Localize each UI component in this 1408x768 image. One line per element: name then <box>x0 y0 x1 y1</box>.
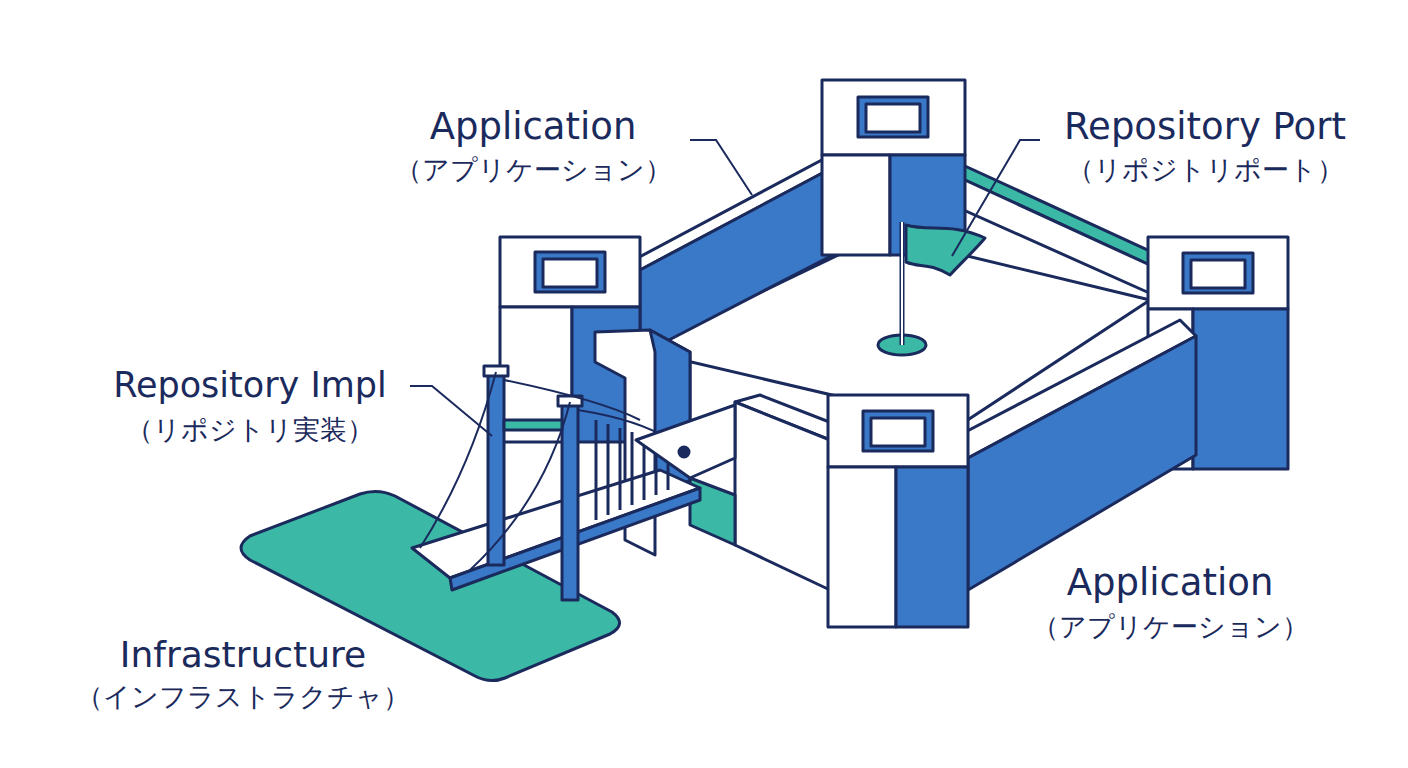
tower-top <box>822 80 965 155</box>
tower-front <box>500 307 572 442</box>
flag-pole-highlight <box>901 222 903 345</box>
callout-subtitle: （インフラストラクチャ） <box>76 682 410 712</box>
tower-hole-inner <box>871 418 925 446</box>
callout-subtitle: （アプリケーション） <box>395 155 672 185</box>
tower-side <box>896 467 968 627</box>
bridge-chain <box>420 372 496 548</box>
callout-subtitle: （リポジトリ実装） <box>126 415 374 445</box>
callout-label: Application <box>1067 563 1274 604</box>
callout-subtitle: （アプリケーション） <box>1032 612 1309 642</box>
bridge-post <box>562 400 578 600</box>
tower-hole <box>858 97 928 137</box>
tower-front <box>828 467 896 627</box>
tower-hole-inner <box>1191 260 1245 288</box>
tower-hole <box>535 252 605 292</box>
leader-line <box>410 386 492 436</box>
leader-line <box>690 140 752 195</box>
flag <box>906 225 985 275</box>
flag-pole <box>900 222 905 345</box>
grate-bar <box>631 432 634 505</box>
tower-hole-inner <box>866 104 920 132</box>
callout-label: Repository Port <box>1064 107 1346 148</box>
tower-hole <box>1183 253 1253 293</box>
tower-top <box>1148 237 1288 309</box>
bridge-chain <box>470 402 570 570</box>
leader-line <box>952 140 1040 256</box>
grate-bar <box>595 420 598 520</box>
callout-label: Infrastructure <box>120 635 366 675</box>
callout-label: Repository Impl <box>113 366 387 405</box>
tower-hole <box>863 411 933 451</box>
wall-face <box>735 402 830 590</box>
callout-subtitle: （リポジトリポート） <box>1067 155 1344 185</box>
tower-hole-inner <box>543 259 597 287</box>
tower-front <box>822 155 890 255</box>
bridge-chain <box>504 380 640 420</box>
gate-handle <box>679 447 689 457</box>
callout-label: Application <box>430 107 637 148</box>
grate-bar <box>607 424 610 515</box>
tower-side <box>1193 309 1288 469</box>
gate-plate <box>636 405 735 478</box>
tower-top <box>828 395 968 467</box>
bridge-rail <box>504 420 562 430</box>
tower-top <box>500 237 640 307</box>
grate-bar <box>619 428 622 510</box>
wall-face <box>968 336 1196 590</box>
